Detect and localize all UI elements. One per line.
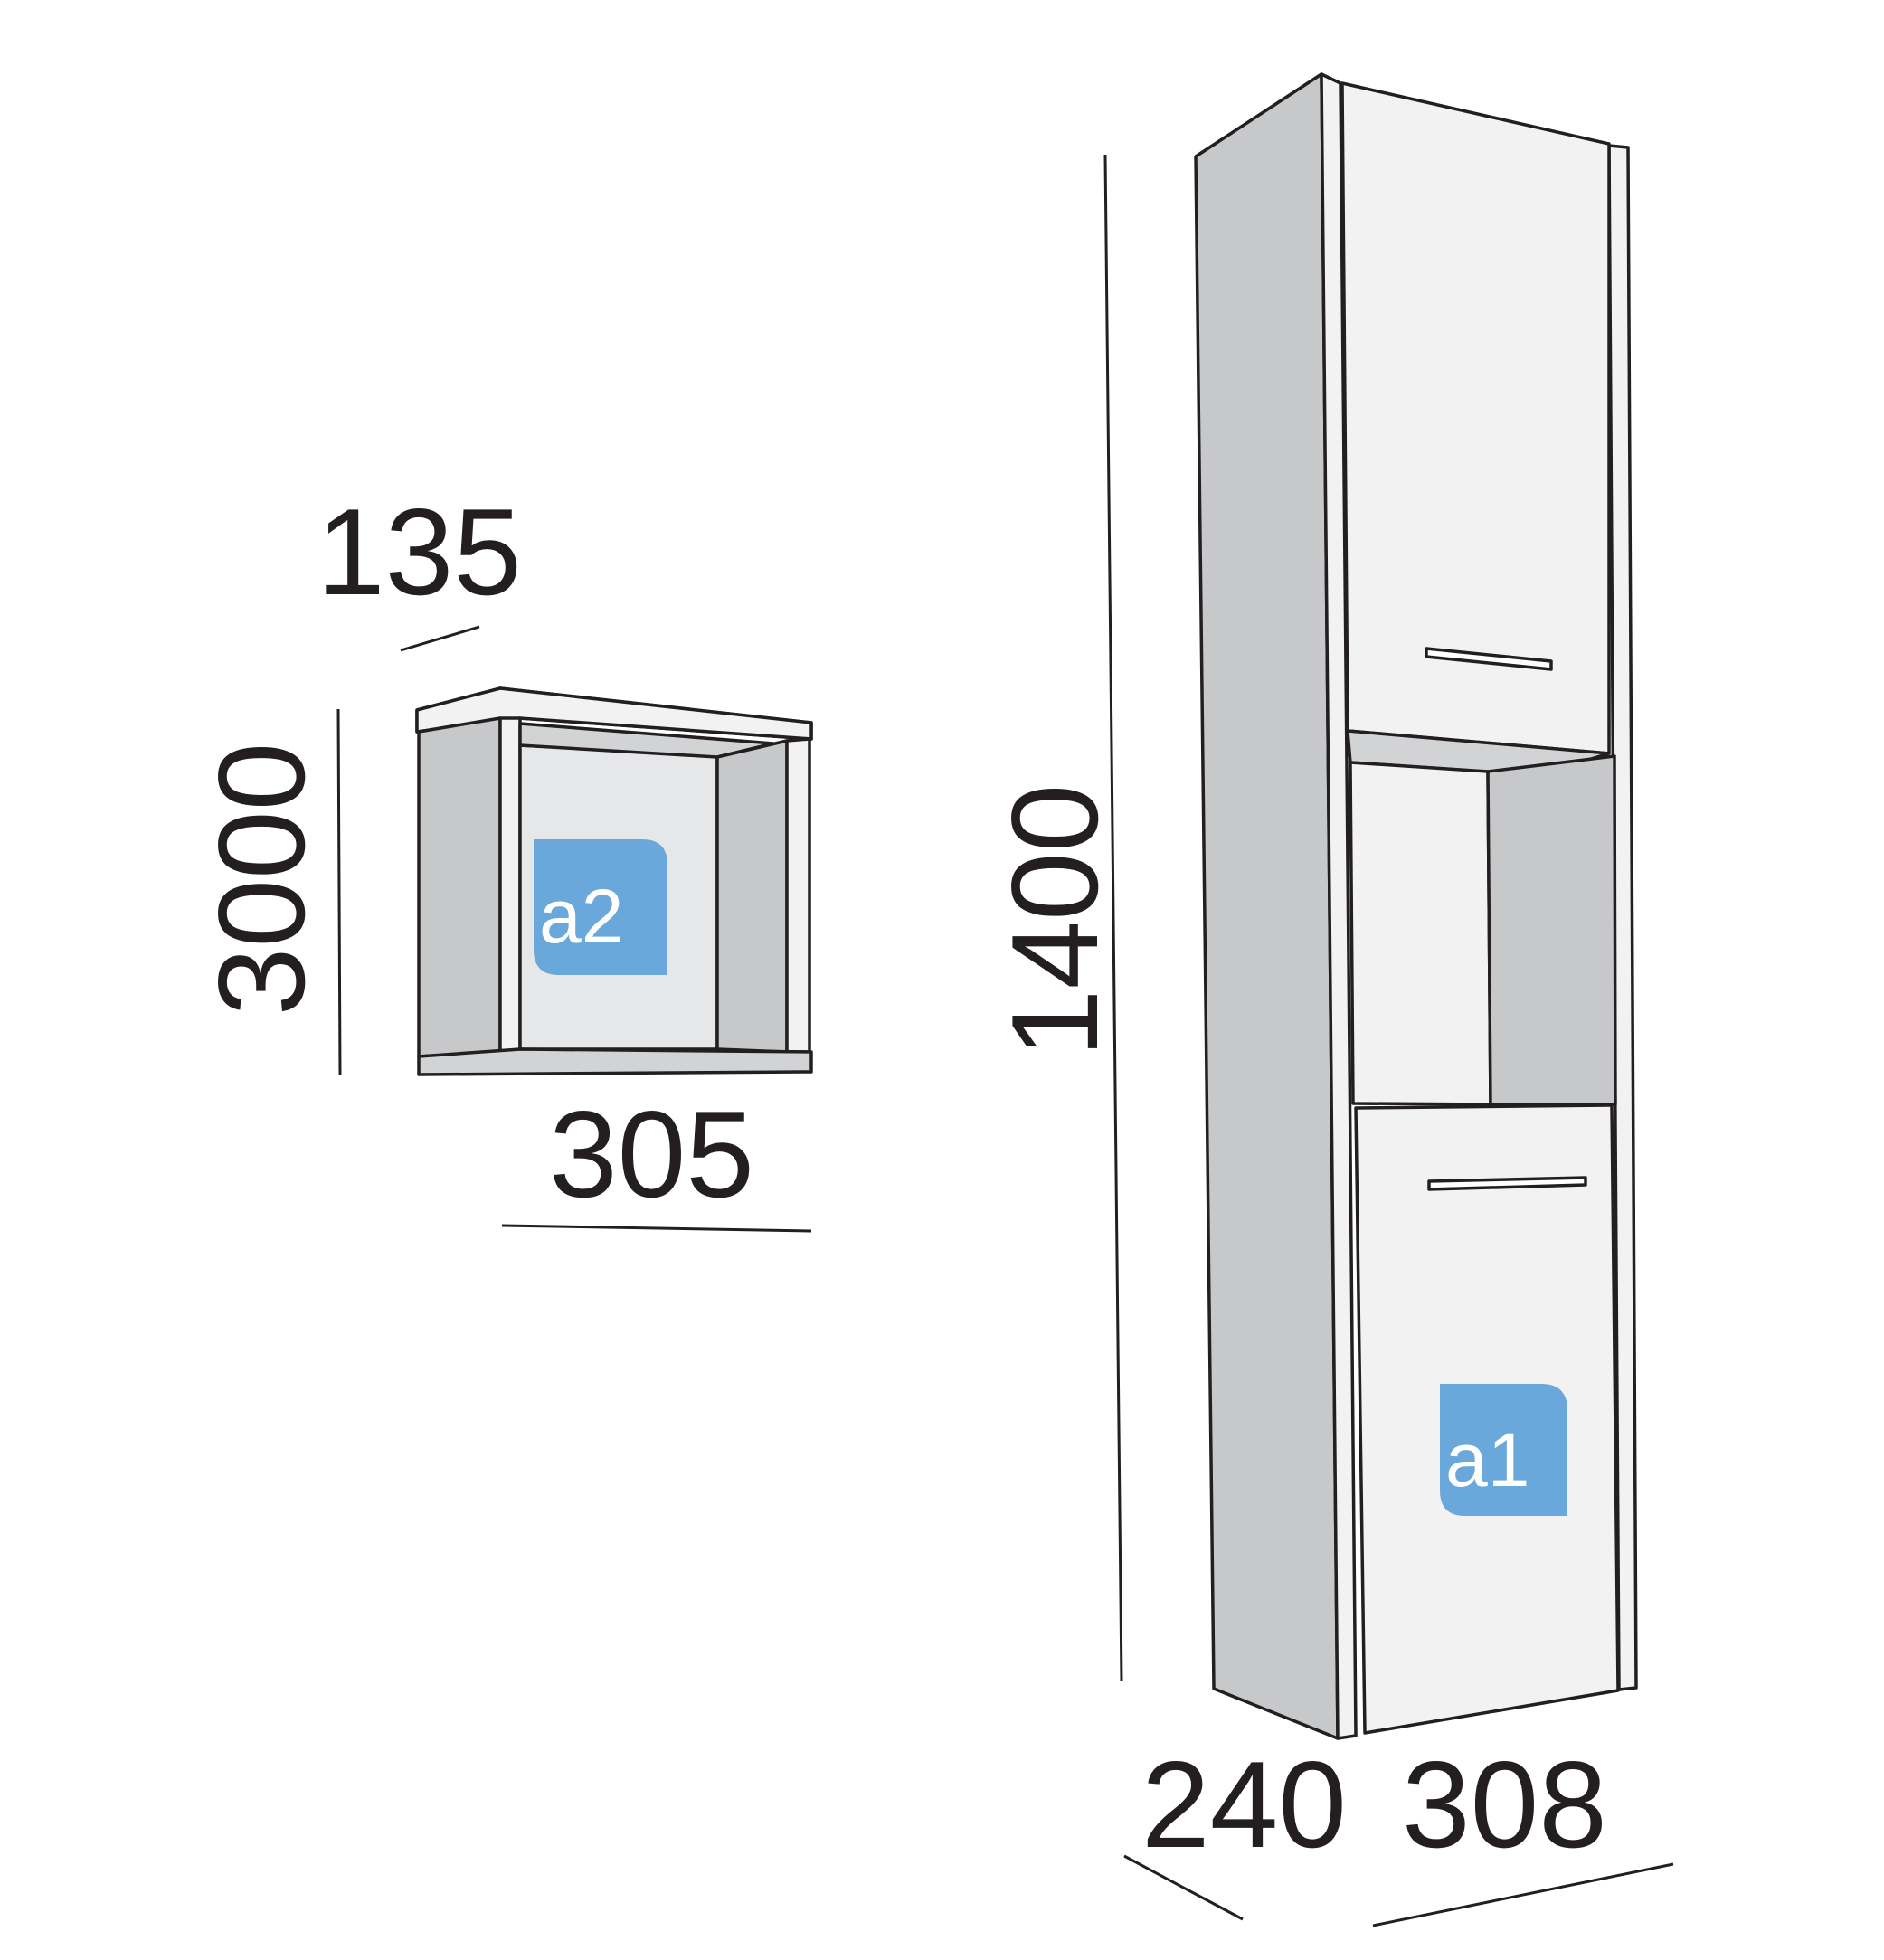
depth-135-line	[400, 625, 480, 652]
column-front-right-edge	[1607, 144, 1638, 1691]
width-308-value: 308	[1402, 1736, 1607, 1873]
depth-240-value: 240	[1141, 1736, 1347, 1873]
cube-right-front-edge	[785, 737, 811, 1054]
depth-240-line	[1123, 1854, 1244, 1921]
height-1400-value: 1400	[986, 784, 1123, 1058]
cube-left-front-edge	[498, 716, 522, 1054]
cube-top-board-front	[415, 686, 813, 741]
height-3000-line	[336, 708, 342, 1075]
a1-badge	[1440, 1384, 1567, 1516]
a2-label: a2	[539, 874, 623, 959]
top-door-handle	[1425, 647, 1553, 671]
depth-135-value: 135	[317, 483, 522, 620]
height-3000-value: 3000	[193, 743, 330, 1017]
width-308-line	[1372, 1862, 1674, 1927]
column-side-panel	[1194, 72, 1340, 1740]
width-305-line	[501, 1224, 812, 1233]
niche-right-side	[1486, 754, 1617, 1106]
bottom-door-handle	[1427, 1176, 1587, 1191]
niche-back-panel	[1349, 761, 1492, 1106]
cube-right-inner	[715, 739, 789, 1054]
wall-cube-dimensions: 135 3000 305	[193, 483, 812, 1233]
width-305-value: 305	[549, 1085, 754, 1223]
a2-badge	[534, 839, 667, 975]
height-1400-line	[1103, 154, 1123, 1682]
a1-label: a1	[1445, 1417, 1529, 1502]
cube-bottom-board	[417, 1047, 813, 1076]
column-front-left-edge	[1320, 72, 1358, 1740]
tall-column-dimensions: 1400 240 308	[986, 154, 1674, 1927]
tall-column: a1	[1194, 72, 1638, 1740]
cube-left-panel	[417, 716, 502, 1058]
wall-cube: a2	[415, 686, 813, 1076]
